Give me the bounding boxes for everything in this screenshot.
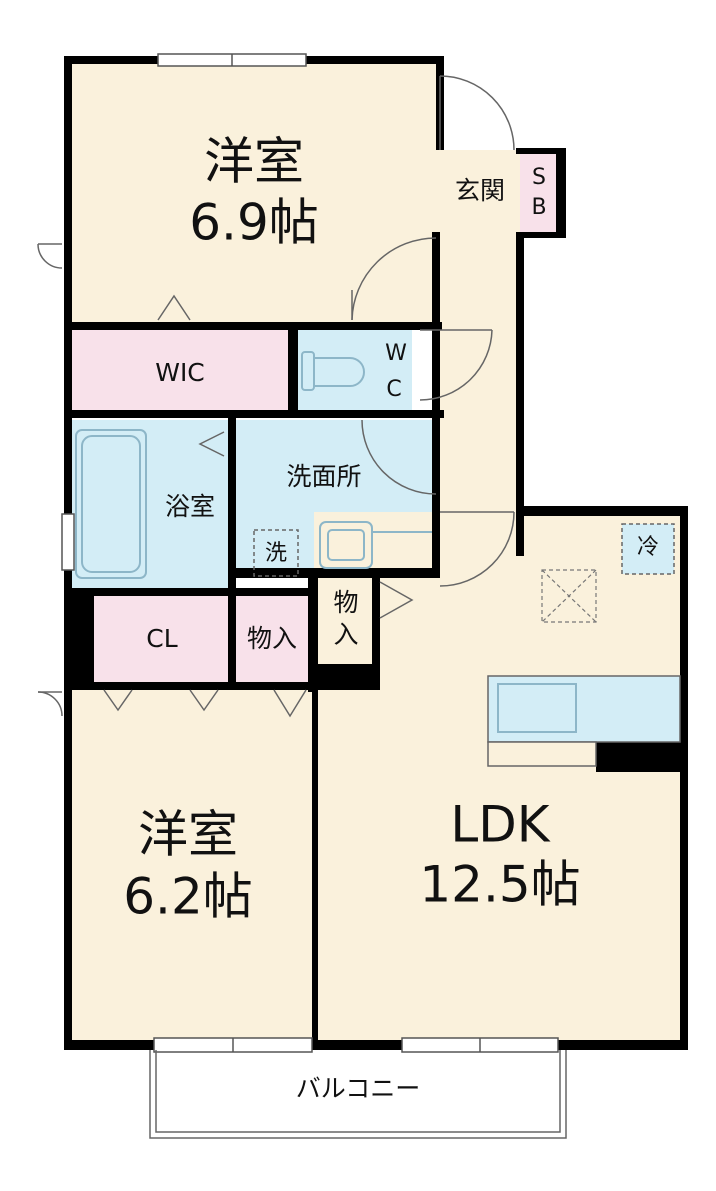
western-room-1-floor [68,60,440,326]
storage-1-label-1: 物 [333,588,358,617]
wic-floor [68,330,290,412]
side-door-2 [37,691,63,717]
western-room-1-name: 洋室 [204,133,304,191]
closet-label: CL [146,624,177,653]
room1-door [351,237,437,321]
entrance-label: 玄関 [455,176,505,205]
washroom-label: 洗面所 [286,462,361,491]
washbasin [319,521,432,569]
bathtub [75,429,147,579]
ldk-name: LDK [450,796,550,854]
wic-label: WIC [155,358,205,387]
storage-2-floor [236,594,310,684]
western-room-2-floor [68,688,314,1044]
bathroom-label: 浴室 [165,492,215,521]
ldk-size: 12.5帖 [419,856,580,914]
wc-label-2: C [386,377,401,402]
ldk-door [439,511,515,587]
front-door [439,75,515,151]
ldk-floor [314,512,684,1044]
storage-1-label-2: 入 [333,620,358,649]
doors [37,75,515,717]
washer-mark: 洗 [265,541,287,566]
closet-floor [92,594,232,684]
fridge-space [621,523,675,575]
balcony [149,1050,567,1139]
ceiling-hatch [541,569,597,623]
wc-label-1: W [385,341,407,366]
washer-space [253,529,299,577]
ldk-lower-floor [378,570,440,670]
closet-doors [103,294,414,718]
entrance-floor [440,150,520,232]
storage-2-label: 物入 [247,624,297,653]
hallway-floor [440,232,518,512]
washroom-door [361,419,437,495]
balcony-label: バルコニー [296,1074,421,1103]
western-room-2-size: 6.2帖 [123,868,253,926]
fridge-mark: 冷 [637,535,659,560]
shoe-box-label-1: S [532,165,546,190]
windows [61,53,559,1053]
western-room-1-size: 6.9帖 [189,194,319,252]
shoe-box-floor [520,150,562,232]
wc-floor [298,330,412,412]
kitchen-counter [487,675,681,767]
bathroom-floor [68,420,232,588]
wc-door [419,329,493,401]
side-door-1 [37,243,63,269]
western-room-2-name: 洋室 [138,806,238,864]
shoe-box-label-2: B [531,195,546,220]
toilet [301,351,365,391]
